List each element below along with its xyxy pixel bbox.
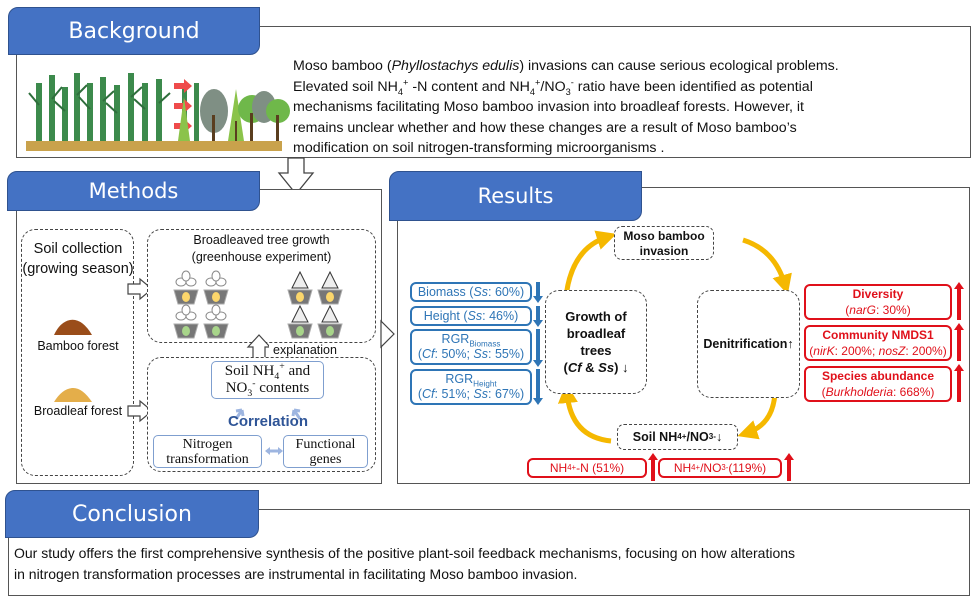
results-tab: Results: [389, 171, 642, 221]
conclusion-tab: Conclusion: [5, 490, 259, 538]
bidirectional-arrow-icon: [265, 447, 283, 455]
arrow-right-icon: [127, 399, 153, 423]
conclusion-text: Our study offers the first comprehensive…: [14, 545, 796, 582]
functional-genes-box: Functional genes: [283, 435, 368, 468]
growth-metric-rgr-biomass: RGRBiomass (Cf: 50%; Ss: 55%): [410, 329, 532, 365]
cycle-arrow-invasion-to-denitrification: [742, 237, 792, 295]
nitrogen-transformation-box: Nitrogen transformation: [153, 435, 262, 468]
growth-metric-rgr-height: RGRHeight (Cf: 51%; Ss: 67%): [410, 369, 532, 405]
soil-sample-bamboo: Bamboo forest: [37, 339, 119, 353]
background-tab: Background: [8, 7, 260, 55]
soil-collection-box: [21, 229, 134, 476]
bamboo-soil-icon: [54, 319, 92, 335]
denitrification-node: Denitrification↑: [697, 290, 800, 398]
explanation-label: explanation: [269, 343, 341, 357]
soil-sample-broadleaf: Broadleaf forest: [33, 404, 123, 418]
methods-tab: Methods: [7, 171, 260, 211]
arrow-right-icon: [127, 277, 153, 301]
background-text: Moso bamboo (Phyllostachys edulis) invas…: [293, 58, 839, 156]
soil-nh4-no3-box: Soil NH4+ and NO3- contents: [211, 361, 324, 399]
flow-arrow-down-icon: [277, 157, 315, 196]
microbial-metric-nmds1: Community NMDS1 (nirK: 200%; nosZ: 200%): [804, 325, 952, 361]
methods-title: Methods: [88, 179, 179, 203]
growth-node: Growth of broadleaf trees (Cf & Ss) ↓: [545, 290, 647, 394]
greenhouse-label: Broadleaved tree growth (greenhouse expe…: [191, 233, 332, 264]
correlation-label: Correlation: [227, 413, 308, 430]
correlation-arrows-icon: [234, 408, 302, 420]
methods-to-results-arrow-icon: [380, 319, 395, 349]
broadleaf-soil-icon: [54, 387, 92, 402]
microbial-metric-species-abundance: Species abundance (Burkholderia: 668%): [804, 366, 952, 402]
increase-arrow-icon: [648, 453, 658, 481]
increase-arrows-icon: [954, 282, 964, 402]
background-title: Background: [68, 18, 200, 44]
invasion-node: Moso bamboo invasion: [614, 226, 714, 260]
soil-collection-label: Soil collection (growing season): [22, 241, 134, 277]
growth-metric-height: Height (Ss: 46%): [410, 306, 532, 326]
conclusion-title: Conclusion: [72, 501, 192, 527]
cycle-arrow-soil-to-growth: [557, 383, 612, 444]
growth-metric-biomass: Biomass (Ss: 60%): [410, 282, 532, 302]
bamboo-invasion-illustration: [26, 73, 290, 151]
results-title: Results: [477, 184, 554, 208]
decrease-arrows-icon: [533, 282, 543, 405]
microbial-metric-diversity: Diversity (narG: 30%): [804, 284, 952, 320]
increase-arrow-icon: [784, 453, 794, 481]
potted-seedlings-icon: [173, 270, 343, 339]
